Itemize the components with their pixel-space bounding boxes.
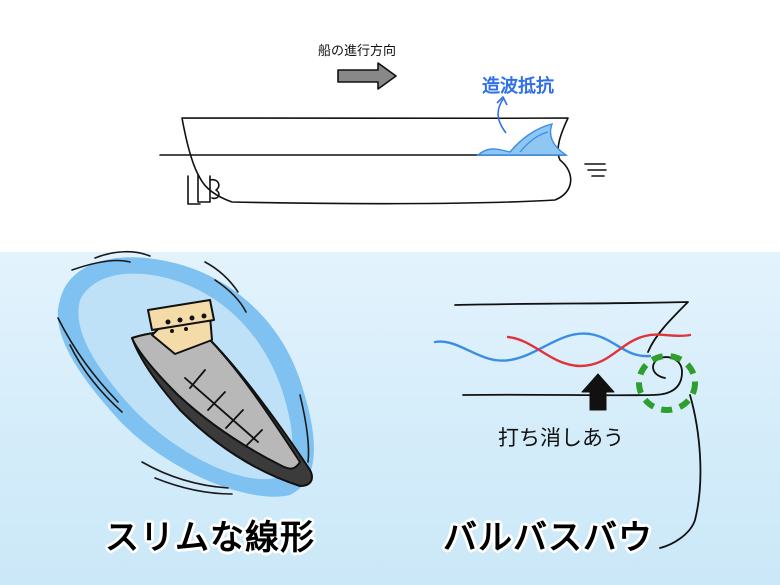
cancel-arrow bbox=[581, 373, 615, 411]
bulbous-bow-caption: バルバスバウ bbox=[443, 518, 653, 558]
wave-pointer-arrow bbox=[497, 98, 507, 134]
slim-ship bbox=[131, 299, 313, 487]
bow-wave bbox=[476, 123, 569, 156]
propeller bbox=[209, 178, 220, 200]
slim-hull-caption: スリムな線形 bbox=[105, 518, 315, 558]
stern-block bbox=[187, 175, 201, 205]
upper-hull-line bbox=[454, 301, 689, 353]
wave-resistance-label: 造波抵抗 bbox=[482, 76, 554, 97]
cancel-out-label: 打ち消しあう bbox=[498, 426, 624, 450]
red-wave bbox=[506, 333, 692, 368]
lower-hull-line bbox=[462, 356, 683, 397]
bulb-highlight bbox=[636, 353, 698, 413]
rudder bbox=[197, 174, 211, 203]
leader-line bbox=[659, 394, 702, 549]
direction-arrow bbox=[337, 62, 397, 90]
direction-label: 船の進行方向 bbox=[318, 44, 397, 59]
blue-wave bbox=[433, 332, 652, 362]
hull-outline bbox=[181, 116, 572, 205]
